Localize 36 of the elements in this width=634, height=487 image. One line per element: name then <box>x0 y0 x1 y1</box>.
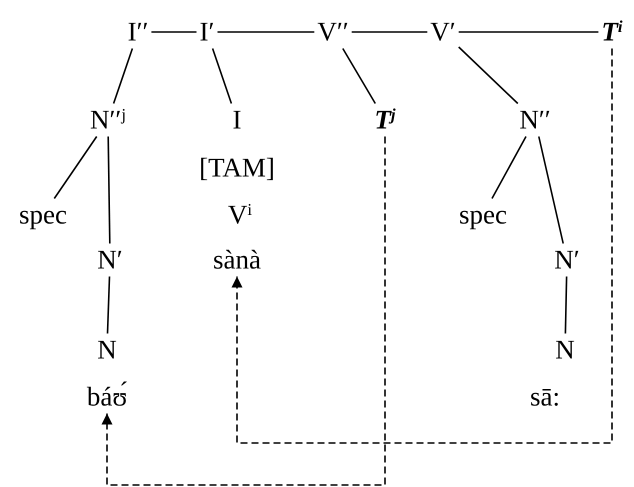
movement-arrow <box>231 48 613 444</box>
tree-node-label: N′′ <box>518 106 552 134</box>
tree-branch-line <box>106 276 110 334</box>
tree-node-label: T$^{i}$ <box>600 18 624 46</box>
tree-branch-line <box>212 48 232 104</box>
tree-branch-line <box>112 48 134 104</box>
tree-node-label: T$^{j}$ <box>373 106 397 134</box>
tree-node-label: I′ <box>198 18 216 46</box>
tree-node-label: spec <box>458 200 508 230</box>
tree-branch-line <box>538 136 564 244</box>
tree-node-label: sànà <box>212 246 262 274</box>
tree-branch-line <box>458 31 598 33</box>
tree-branch-line <box>458 46 518 104</box>
tree-branch-line <box>218 31 314 33</box>
movement-arrow <box>101 136 386 486</box>
node-annotation: [TAM] <box>198 154 276 182</box>
tree-node-label: spec <box>18 200 68 230</box>
tree-branch-line <box>352 31 428 33</box>
node-annotation: sā: <box>529 382 561 412</box>
tree-node-label: N′′$^{j}$ <box>89 106 127 134</box>
tree-node-label: báʊ́ <box>86 382 128 412</box>
tree-node-label: I <box>232 106 242 134</box>
tree-node-label: V′ <box>429 18 457 46</box>
tree-node-label: V′′ <box>316 18 350 46</box>
tree-branch-line <box>151 31 196 33</box>
tree-branch-line <box>107 136 111 244</box>
tree-branch-line <box>491 136 527 199</box>
tree-branch-line <box>54 136 98 199</box>
tree-node-label: N <box>554 336 576 364</box>
tree-branch-line <box>564 276 568 334</box>
tree-node-label: N <box>96 336 118 364</box>
tree-branch-line <box>342 48 376 104</box>
tree-node-label: N′ <box>553 246 581 274</box>
node-annotation: V$^{i}$ <box>226 200 254 230</box>
tree-node-label: N′ <box>96 246 124 274</box>
tree-node-label: I′′ <box>126 18 150 46</box>
